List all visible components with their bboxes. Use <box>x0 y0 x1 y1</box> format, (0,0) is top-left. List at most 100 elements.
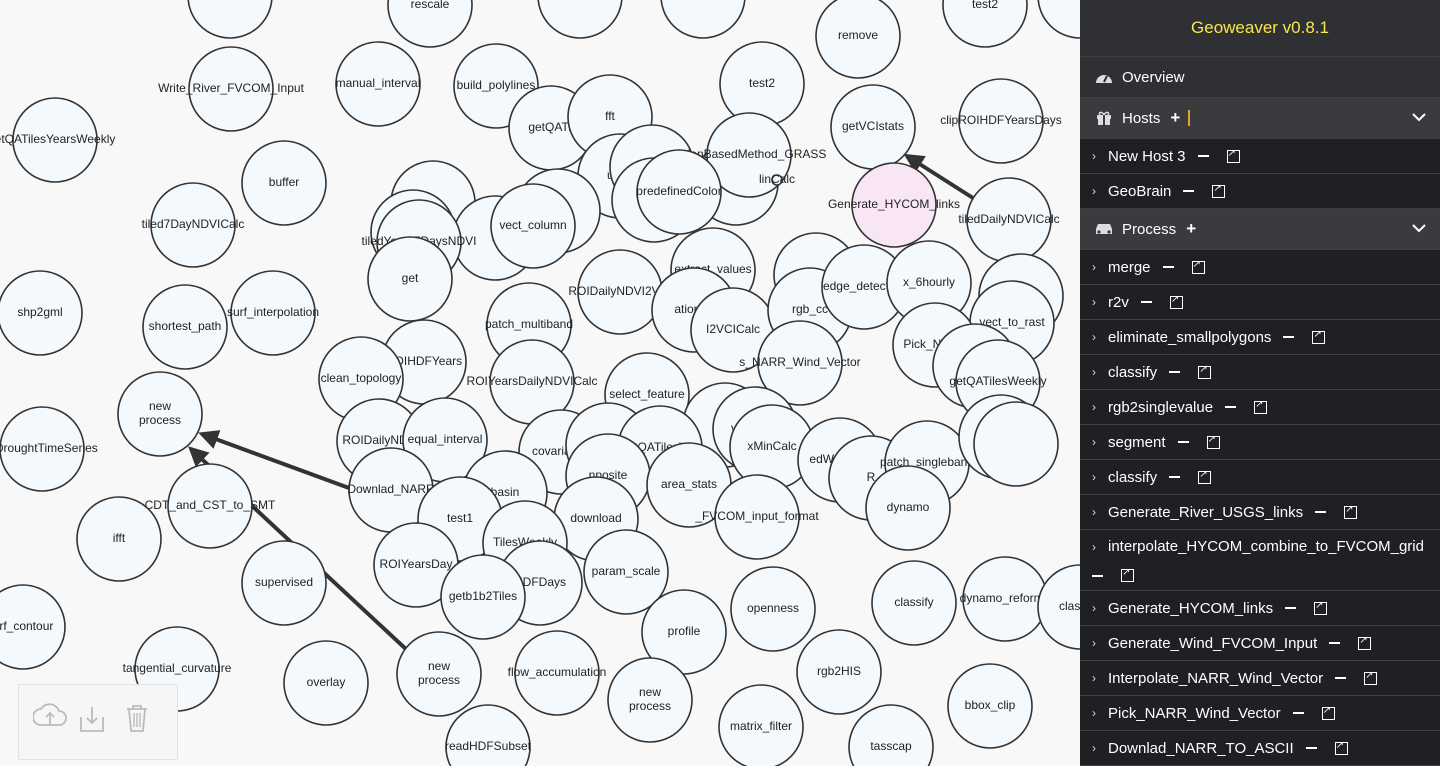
process-node-circle[interactable] <box>387 0 473 48</box>
process-node-circle[interactable] <box>660 0 746 39</box>
process-node-circle[interactable] <box>851 162 937 248</box>
process-node[interactable] <box>187 0 273 39</box>
process-node-circle[interactable] <box>188 46 274 132</box>
process-node[interactable]: ifft <box>76 496 162 582</box>
process-node[interactable]: x_6hourly <box>886 240 972 326</box>
process-item[interactable]: ›Pick_NARR_Wind_Vector <box>1080 696 1440 731</box>
process-node[interactable]: getb1b2Tiles <box>440 554 526 640</box>
minus-icon[interactable] <box>1292 712 1304 714</box>
process-node[interactable]: tasscap <box>848 704 934 766</box>
process-node-circle[interactable] <box>714 474 800 560</box>
process-node[interactable]: edge_detection <box>821 244 907 330</box>
chevron-right-icon[interactable]: › <box>1092 184 1096 198</box>
minus-icon[interactable] <box>1225 406 1237 408</box>
external-link-icon[interactable] <box>1226 148 1240 163</box>
process-node-circle[interactable] <box>730 566 816 652</box>
process-node[interactable]: Generate_HYCOM_links <box>828 162 960 248</box>
process-node[interactable]: s_NARR_Wind_Vector <box>739 320 861 406</box>
process-node-circle[interactable] <box>514 630 600 716</box>
process-node[interactable]: overlay <box>283 640 369 726</box>
process-node[interactable]: equal_interval <box>402 397 488 483</box>
process-node[interactable]: classify <box>871 560 957 646</box>
process-node[interactable]: shp2gml <box>0 270 83 356</box>
process-node[interactable] <box>537 0 623 39</box>
process-node[interactable]: Downlad_NARR <box>347 447 435 533</box>
process-item[interactable]: ›Downlad_NARR_TO_ASCII <box>1080 731 1440 766</box>
process-node-circle[interactable] <box>1037 0 1080 39</box>
process-node-circle[interactable] <box>958 78 1044 164</box>
process-node-circle[interactable] <box>142 284 228 370</box>
process-node[interactable]: dynamo_reform2 <box>960 556 1051 642</box>
external-link-icon[interactable] <box>1312 329 1326 344</box>
external-link-icon[interactable] <box>1254 399 1268 414</box>
trash-icon[interactable] <box>125 703 161 739</box>
process-node-circle[interactable] <box>283 640 369 726</box>
chevron-right-icon[interactable]: › <box>1092 636 1096 650</box>
minus-icon[interactable] <box>1092 574 1103 577</box>
chevron-right-icon[interactable]: › <box>1092 601 1096 615</box>
host-item[interactable]: ›New Host 3 <box>1080 139 1440 174</box>
process-item[interactable]: ›interpolate_HYCOM_combine_to_FVCOM_grid <box>1080 530 1440 591</box>
process-node[interactable]: dynamo <box>865 465 951 551</box>
external-link-icon[interactable] <box>1314 600 1328 615</box>
minus-icon[interactable] <box>1169 371 1181 373</box>
process-node-circle[interactable] <box>607 657 693 743</box>
external-link-icon[interactable] <box>1198 364 1212 379</box>
process-node[interactable]: CDT_and_CST_to_SMT <box>145 463 276 549</box>
process-node[interactable]: urf_contour <box>0 584 66 670</box>
process-node-circle[interactable] <box>815 0 901 79</box>
process-node[interactable]: rgb2HIS <box>796 629 882 715</box>
external-link-icon[interactable] <box>1358 635 1372 650</box>
process-item-label[interactable]: Downlad_NARR_TO_ASCII <box>1108 739 1294 757</box>
process-node[interactable]: manual_interval <box>335 41 421 127</box>
workflow-link[interactable] <box>903 153 975 200</box>
process-node[interactable] <box>973 401 1059 487</box>
process-node-circle[interactable] <box>848 704 934 766</box>
chevron-right-icon[interactable]: › <box>1092 539 1096 554</box>
minus-icon[interactable] <box>1177 441 1189 443</box>
process-node-circle[interactable] <box>117 371 203 457</box>
process-node[interactable]: flow_accumulation <box>508 630 607 716</box>
process-node[interactable]: ectionBasedMethod_GRASS <box>672 112 827 198</box>
chevron-right-icon[interactable]: › <box>1092 400 1096 414</box>
process-node-circle[interactable] <box>757 320 843 406</box>
minus-icon[interactable] <box>1197 155 1209 157</box>
process-node[interactable]: get <box>367 236 453 322</box>
process-item-label[interactable]: r2v <box>1108 293 1129 311</box>
external-link-icon[interactable] <box>1212 183 1226 198</box>
process-item-label[interactable]: Generate_River_USGS_links <box>1108 503 1304 521</box>
process-node[interactable]: getVCIstats <box>830 84 916 170</box>
process-item[interactable]: ›Generate_River_USGS_links <box>1080 495 1440 530</box>
process-item-label[interactable]: rgb2singlevalue <box>1108 398 1214 416</box>
process-node[interactable]: supervised <box>241 540 327 626</box>
chevron-down-icon[interactable] <box>1412 111 1426 125</box>
external-link-icon[interactable] <box>1206 434 1220 449</box>
process-item[interactable]: ›classify <box>1080 355 1440 390</box>
process-node[interactable]: param_scale <box>583 529 669 615</box>
process-node-circle[interactable] <box>0 406 85 492</box>
process-node[interactable]: _FVCOM_input_format <box>694 474 819 560</box>
process-node-circle[interactable] <box>0 584 66 670</box>
process-node[interactable]: profile <box>641 589 727 675</box>
process-node-circle[interactable] <box>871 560 957 646</box>
minus-icon[interactable] <box>1285 607 1297 609</box>
process-node-circle[interactable] <box>150 182 236 268</box>
process-node[interactable]: readHDFSubset <box>445 704 532 766</box>
process-node[interactable]: vect_column <box>490 183 576 269</box>
chevron-right-icon[interactable]: › <box>1092 470 1096 484</box>
process-node-circle[interactable] <box>241 140 327 226</box>
process-node-circle[interactable] <box>12 97 98 183</box>
process-node-circle[interactable] <box>641 589 727 675</box>
chevron-right-icon[interactable]: › <box>1092 330 1096 344</box>
download-icon[interactable] <box>79 703 115 739</box>
process-node[interactable]: linCalc <box>759 172 795 186</box>
process-node[interactable]: bbox_clip <box>947 663 1033 749</box>
process-item-label[interactable]: segment <box>1108 433 1166 451</box>
add-process-icon[interactable]: + <box>1186 219 1197 238</box>
hosts-section[interactable]: Hosts + <box>1080 98 1440 139</box>
process-node-circle[interactable] <box>187 0 273 39</box>
